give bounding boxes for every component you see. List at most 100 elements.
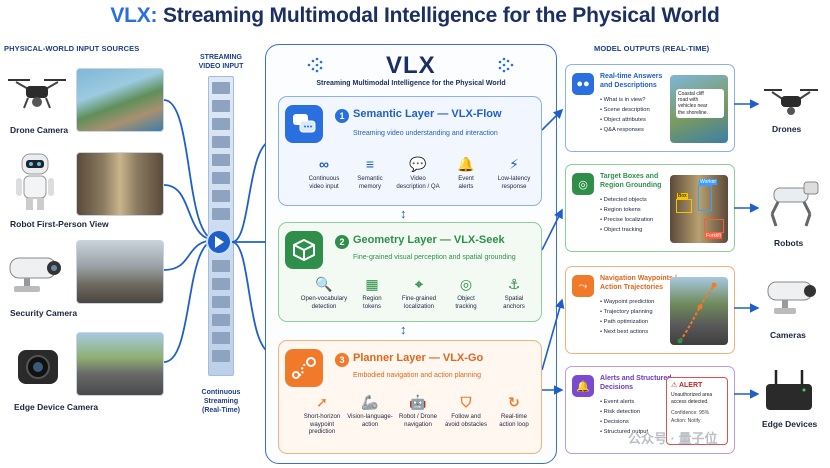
feature-label: tracking <box>455 302 477 310</box>
layer-subtitle: Streaming video understanding and intera… <box>353 130 498 137</box>
page-title: VLX: Streaming Multimodal Intelligence f… <box>0 4 830 28</box>
output-title-line: Action Trajectories <box>600 284 664 291</box>
source-label-security: Security Camera <box>10 308 78 318</box>
caption-line: vehicles near <box>678 103 708 110</box>
output-list: What is in view?Scene descriptionObject … <box>600 95 650 135</box>
list-item: Region tokens <box>600 205 653 215</box>
list-item: Event alerts <box>600 397 648 407</box>
bbox-tag: Forklift <box>705 233 722 239</box>
feature-label: navigation <box>404 420 432 428</box>
list-item: Trajectory planning <box>600 307 654 317</box>
bbox-tag: Worker <box>699 179 718 185</box>
road-thumbnail <box>670 277 728 345</box>
infinity-icon: ∞ <box>319 156 329 172</box>
forklift-bbox: Forklift <box>704 219 724 239</box>
source-label-robot: Robot First-Person View <box>10 219 109 229</box>
feature-label: anchors <box>503 302 525 310</box>
logo-dots-right-icon <box>495 56 515 79</box>
route-icon: ⤳ <box>572 275 594 297</box>
robot-icon <box>14 152 56 217</box>
output-title-line: Alerts and Structured <box>600 375 672 382</box>
play-button[interactable] <box>206 229 232 255</box>
feature-label: Fine-grained <box>401 295 437 302</box>
feature-label: video input <box>309 182 339 190</box>
stream-bottom-label: Continuous Streaming (Real-Time) <box>190 388 252 415</box>
feature-label: Robot / Drone <box>399 413 437 420</box>
edge-camera-icon <box>16 346 60 393</box>
list-item: What is in view? <box>600 95 650 105</box>
alert-body-line: Unauthorized area <box>671 392 713 398</box>
drone-output-icon <box>762 84 820 125</box>
focus-icon: ◎ <box>572 173 594 195</box>
layer-number: 2 <box>335 235 349 249</box>
feature-label: Event <box>458 175 474 182</box>
target-icon: ◎ <box>459 276 473 292</box>
robot-icon: 🤖 <box>409 394 427 410</box>
list-item: Waypoint prediction <box>600 297 655 307</box>
semantic-layer: 1 Semantic Layer — VLX-Flow Streaming vi… <box>278 96 542 206</box>
destination-connectors <box>734 99 760 399</box>
crosshair-icon: ⌖ <box>415 276 423 292</box>
chat-icon: ●● <box>572 73 594 95</box>
list-item: Decisions <box>600 417 648 427</box>
drone-photo <box>76 68 164 132</box>
feature-label: prediction <box>308 428 336 436</box>
warehouse-photo <box>76 152 164 216</box>
output-title-line: Navigation Waypoints / <box>600 275 677 282</box>
feature-label: action loop <box>499 420 529 428</box>
output-trajectories: ⤳ Navigation Waypoints / Action Trajector… <box>565 266 735 354</box>
output-title-line: Target Boxes and <box>600 173 659 180</box>
waypoint-arrow-icon: ➚ <box>316 394 328 410</box>
feature-label: Low-latency <box>497 175 531 182</box>
list-item: Risk detection <box>600 407 648 417</box>
logo-dots-left-icon <box>306 56 326 79</box>
list-item: Structured output <box>600 427 648 437</box>
play-icon <box>215 236 224 248</box>
stream-bottom-line1: Continuous <box>201 389 241 396</box>
feature-label: localization <box>403 302 435 310</box>
layer-subtitle: Fine-grained visual perception and spati… <box>353 254 516 261</box>
bell-icon: 🔔 <box>572 375 594 397</box>
feature-label: Short-horizon <box>303 413 341 420</box>
chat-bubbles-icon <box>285 105 323 143</box>
feature-label: avoid obstacles <box>444 420 487 428</box>
feature-label: Vision-language- <box>347 413 393 420</box>
stream-top-label: STREAMING VIDEO INPUT <box>190 53 252 71</box>
title-rest: Streaming Multimodal Intelligence for th… <box>157 4 720 27</box>
layer-title: Geometry Layer — VLX-Seek <box>353 234 505 246</box>
double-arrow-icon: ↕ <box>400 206 407 221</box>
source-label-edge: Edge Device Camera <box>14 402 99 412</box>
feature-label: Spatial <box>504 295 524 302</box>
title-brand: VLX: <box>110 4 158 27</box>
shield-icon: ⛉ <box>460 394 472 410</box>
feature-vla: 🦾Vision-language-action <box>345 391 395 428</box>
refresh-icon: ↻ <box>508 394 520 410</box>
grid-icon: ▦ <box>365 276 379 292</box>
alert-head-text: ALERT <box>678 382 703 389</box>
list-item: Scene description <box>600 105 650 115</box>
drone-icon <box>4 72 70 117</box>
security-camera-icon <box>6 252 66 303</box>
anchor-icon: ⚓ <box>507 276 521 292</box>
feature-label: detection <box>311 302 337 310</box>
stream-top-line1: STREAMING <box>200 54 242 61</box>
feature-label: Real-time <box>500 413 528 420</box>
output-title-line: Region Grounding <box>600 182 662 189</box>
stream-bottom-line3: (Real-Time) <box>202 407 240 414</box>
list-item: Detected objects <box>600 195 653 205</box>
center-subtitle: Streaming Multimodal Intelligence for th… <box>316 80 506 87</box>
output-title-line: Real-time Answers <box>600 73 663 80</box>
sources-header: PHYSICAL-WORLD INPUT SOURCES <box>4 44 140 53</box>
list-item: Next best actions <box>600 327 654 337</box>
